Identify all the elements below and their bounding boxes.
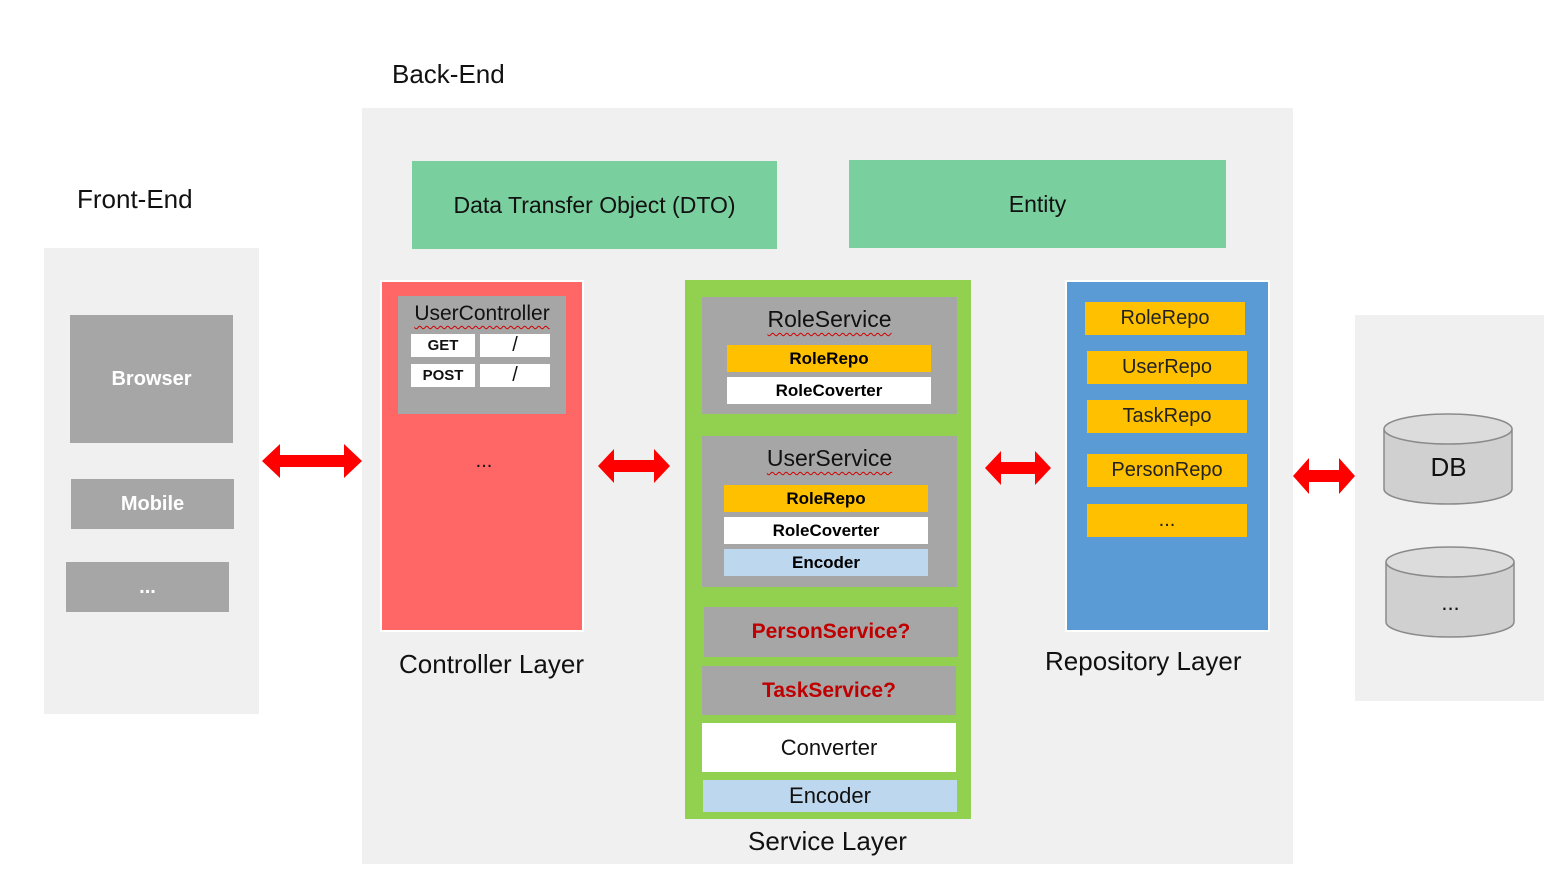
user-service-rolerepo: RoleRepo (724, 485, 928, 512)
repo-rolerepo: RoleRepo (1085, 302, 1245, 335)
user-service-rolecoverter: RoleCoverter (724, 517, 928, 544)
repo-personrepo: PersonRepo (1087, 454, 1247, 487)
route-method-get: GET (411, 334, 475, 357)
person-service-box: PersonService? (704, 607, 958, 657)
user-service-box: UserService RoleRepo RoleCoverter Encode… (702, 436, 957, 587)
db-more-label: ... (1441, 590, 1460, 615)
db-label: DB (1430, 452, 1467, 482)
client-browser: Browser (70, 315, 233, 443)
repository-layer: RoleRepo UserRepo TaskRepo PersonRepo ..… (1065, 280, 1270, 632)
backend-title: Back-End (392, 59, 505, 89)
user-service-encoder: Encoder (724, 549, 928, 576)
role-service-rolecoverter: RoleCoverter (727, 377, 931, 404)
repo-more: ... (1087, 504, 1247, 537)
service-layer: RoleService RoleRepo RoleCoverter UserSe… (685, 280, 971, 819)
client-mobile: Mobile (71, 479, 234, 529)
service-layer-label: Service Layer (748, 826, 907, 856)
service-repository-arrow-icon (985, 451, 1051, 485)
repository-db-arrow-icon (1293, 458, 1355, 494)
role-service-rolerepo: RoleRepo (727, 345, 931, 372)
controller-layer: UserController GET / POST / ... (380, 280, 584, 632)
route-path-get: / (480, 334, 550, 357)
frontend-title: Front-End (77, 184, 193, 214)
user-service-title: UserService (766, 445, 893, 471)
converter-box: Converter (702, 723, 956, 772)
role-service-box: RoleService RoleRepo RoleCoverter (702, 297, 957, 414)
client-more: ... (66, 562, 229, 612)
repository-layer-label: Repository Layer (1045, 646, 1242, 676)
db-cylinder-icon (1383, 413, 1513, 505)
task-service-box: TaskService? (702, 666, 956, 715)
user-controller-box: UserController GET / POST / (398, 296, 566, 414)
frontend-panel: Browser Mobile ... (44, 248, 259, 714)
repo-userrepo: UserRepo (1087, 351, 1247, 384)
route-path-post: / (480, 364, 550, 387)
frontend-controller-arrow-icon (262, 444, 362, 478)
dto-box: Data Transfer Object (DTO) (412, 161, 777, 249)
route-method-post: POST (411, 364, 475, 387)
controller-service-arrow-icon (598, 449, 670, 483)
entity-box: Entity (849, 160, 1226, 248)
encoder-box: Encoder (703, 780, 957, 812)
database-panel (1355, 315, 1544, 701)
controller-more: ... (475, 450, 493, 472)
role-service-title: RoleService (767, 306, 892, 332)
controller-layer-label: Controller Layer (399, 649, 584, 679)
user-controller-title: UserController (414, 302, 550, 325)
repo-taskrepo: TaskRepo (1087, 400, 1247, 433)
db-more-cylinder-icon (1385, 546, 1515, 638)
